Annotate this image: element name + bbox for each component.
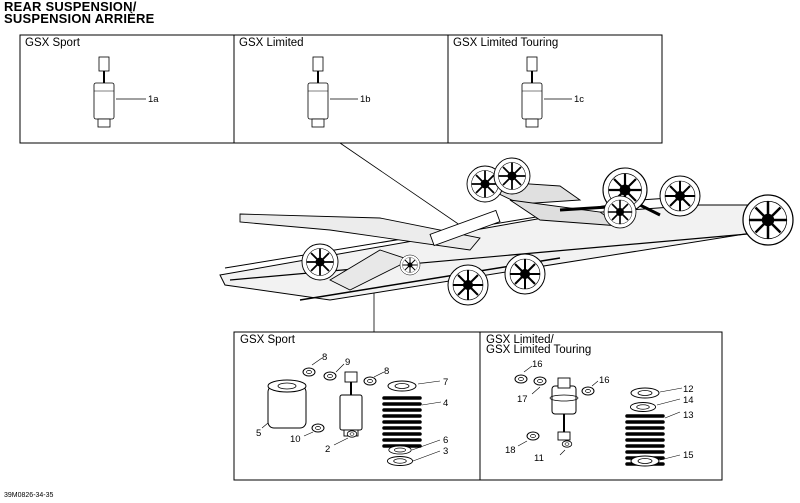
lower-wheel-2 xyxy=(447,264,489,306)
callout-15: 15 xyxy=(683,450,694,461)
rear-idler-wheel xyxy=(741,193,795,247)
leader-top-to-assembly xyxy=(339,142,471,233)
panel-label-bottom-gsx-limited-touring: GSX Limited Touring xyxy=(486,344,591,356)
sleeve-17 xyxy=(533,376,547,386)
shock-body-2 xyxy=(339,371,363,437)
callout-1a: 1a xyxy=(148,94,159,105)
washer-16a xyxy=(514,374,528,384)
bushing-10 xyxy=(311,423,325,433)
panel-label-gsx-sport: GSX Sport xyxy=(25,37,81,49)
idler-wheel-2 xyxy=(493,157,531,195)
callout-8b: 8 xyxy=(384,366,389,377)
callout-1c: 1c xyxy=(574,94,584,105)
top-panels: GSX Sport GSX Limited GSX Limited Tourin… xyxy=(19,34,663,144)
diagram-title: REAR SUSPENSION/ SUSPENSION ARRIÈRE xyxy=(4,0,155,26)
shock-absorber-1b xyxy=(307,56,329,128)
panel-label-gsx-limited: GSX Limited xyxy=(239,37,304,49)
lower-wheel-3 xyxy=(504,253,546,295)
rubber-bumper-5 xyxy=(267,379,307,429)
washer-8b xyxy=(363,376,377,386)
callout-4: 4 xyxy=(443,398,448,409)
callout-16b: 16 xyxy=(599,375,610,386)
panel-label-bottom-gsx-limited: GSX Limited/ xyxy=(486,334,555,346)
reference-number: 39M0826-34-35 xyxy=(4,492,54,499)
callout-10: 10 xyxy=(290,434,301,445)
callout-1b: 1b xyxy=(360,94,371,105)
spring-4 xyxy=(382,396,422,448)
top-panels-frame xyxy=(19,34,663,144)
callout-7: 7 xyxy=(443,377,448,388)
washer-8a xyxy=(302,367,316,377)
panel-label-bottom-gsx-sport: GSX Sport xyxy=(240,334,296,346)
callout-18: 18 xyxy=(505,445,516,456)
title-line-1: REAR SUSPENSION/ xyxy=(4,0,137,14)
spacer-2 xyxy=(346,430,358,438)
callout-3: 3 xyxy=(443,446,448,457)
callout-11: 11 xyxy=(534,453,544,464)
spring-cup-12 xyxy=(630,387,660,399)
retainer-15 xyxy=(630,455,660,467)
callout-6: 6 xyxy=(443,435,448,446)
callout-2: 2 xyxy=(325,444,330,455)
callout-12: 12 xyxy=(683,384,694,395)
shock-body-11 xyxy=(549,377,579,441)
shock-absorber-1c xyxy=(521,56,543,128)
callout-8a: 8 xyxy=(322,352,327,363)
callout-16a: 16 xyxy=(532,359,543,370)
washer-16b xyxy=(581,386,595,396)
callout-14: 14 xyxy=(683,395,694,406)
idler-wheel-5 xyxy=(603,195,637,229)
rear-suspension-assembly xyxy=(219,157,795,306)
callout-9: 9 xyxy=(345,357,350,368)
title-line-2: SUSPENSION ARRIÈRE xyxy=(4,11,155,26)
shock-absorber-1a xyxy=(93,56,115,128)
washer-14 xyxy=(629,402,657,412)
pivot-hub xyxy=(399,254,421,276)
callout-13: 13 xyxy=(683,410,694,421)
sleeve-9 xyxy=(323,371,337,381)
panel-label-gsx-limited-touring: GSX Limited Touring xyxy=(453,37,558,49)
bottom-panels: GSX Sport GSX Limited/ GSX Limited Touri… xyxy=(233,331,723,481)
callout-17: 17 xyxy=(517,394,528,405)
spacer-11 xyxy=(561,440,573,448)
spring-cup-7 xyxy=(387,380,417,392)
idler-wheel-4 xyxy=(659,175,701,217)
lower-wheel-1 xyxy=(301,243,339,281)
washer-6 xyxy=(388,445,412,455)
adjuster-nut-3 xyxy=(386,456,414,466)
callout-5: 5 xyxy=(256,428,261,439)
bushing-18 xyxy=(526,431,540,441)
bottom-panels-frame xyxy=(233,331,723,481)
